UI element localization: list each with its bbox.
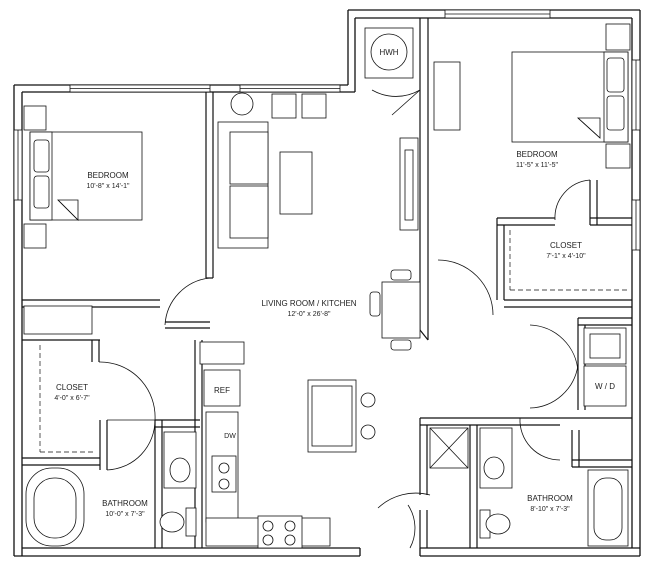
bed-bedroom1 (23, 105, 143, 335)
bedroom2-name: BEDROOM (516, 150, 558, 159)
bedroom2-size: 11'-5" x 11'-5" (516, 162, 559, 169)
bathroom1-fixtures (25, 431, 197, 547)
washer-dryer-label: W / D (595, 382, 615, 391)
bathroom1-size: 10'-0" x 7'-3" (105, 511, 145, 518)
bathroom2-size: 8'-10" x 7'-3" (530, 506, 570, 513)
kitchen-island (307, 379, 376, 453)
bathroom2-name: BATHROOM (527, 494, 573, 503)
living-name: LIVING ROOM / KITCHEN (261, 299, 356, 308)
doors (98, 89, 591, 549)
bathroom1-name: BATHROOM (102, 499, 148, 508)
bed-bedroom2 (433, 23, 631, 169)
bedroom1-size: 10'-8" x 14'-1" (86, 183, 130, 190)
closet2-size: 7'-1" x 4'-10" (546, 253, 586, 260)
washer-dryer: W / D (583, 327, 627, 407)
room-labels: BEDROOM 10'-8" x 14'-1" BEDROOM 11'-5" x… (54, 150, 586, 518)
closet2-name: CLOSET (550, 241, 582, 250)
refrigerator-label: REF (214, 386, 230, 395)
water-heater: HWH (364, 27, 414, 79)
bathroom2-fixtures (429, 427, 629, 547)
sofa (217, 121, 269, 249)
closet-shelves (39, 230, 628, 453)
windows (13, 9, 641, 251)
dishwasher-label: DW (224, 433, 236, 440)
closet1-size: 4'-0" x 6'-7" (54, 395, 90, 402)
closet1-name: CLOSET (56, 383, 88, 392)
living-size: 12'-0" x 26'-8" (287, 311, 331, 318)
bedroom1-name: BEDROOM (87, 171, 129, 180)
living-furniture (230, 92, 421, 351)
kitchen: REF DW (199, 341, 331, 549)
water-heater-label: HWH (379, 48, 398, 57)
